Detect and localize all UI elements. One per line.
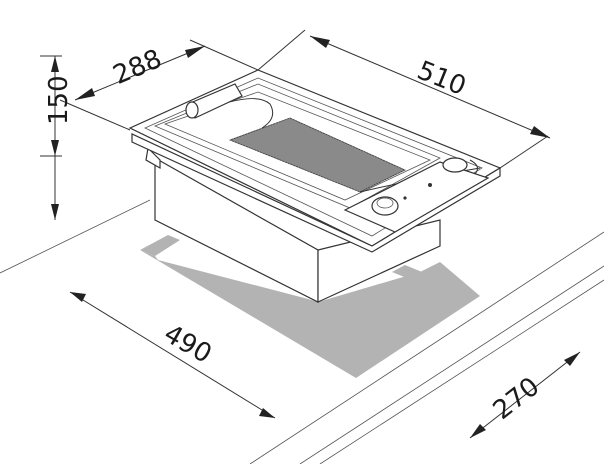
countertop-lines [0, 199, 604, 464]
control-knob [343, 157, 490, 233]
countertop-cutout [140, 235, 480, 378]
depth-label: 288 [109, 44, 166, 91]
cutout-width-label: 490 [159, 319, 217, 370]
basket-handle [185, 83, 243, 119]
dimension-270: 270 [469, 351, 581, 439]
height-label: 150 [44, 75, 74, 125]
dimension-150: 150 [40, 55, 74, 220]
width-label: 510 [413, 56, 470, 102]
